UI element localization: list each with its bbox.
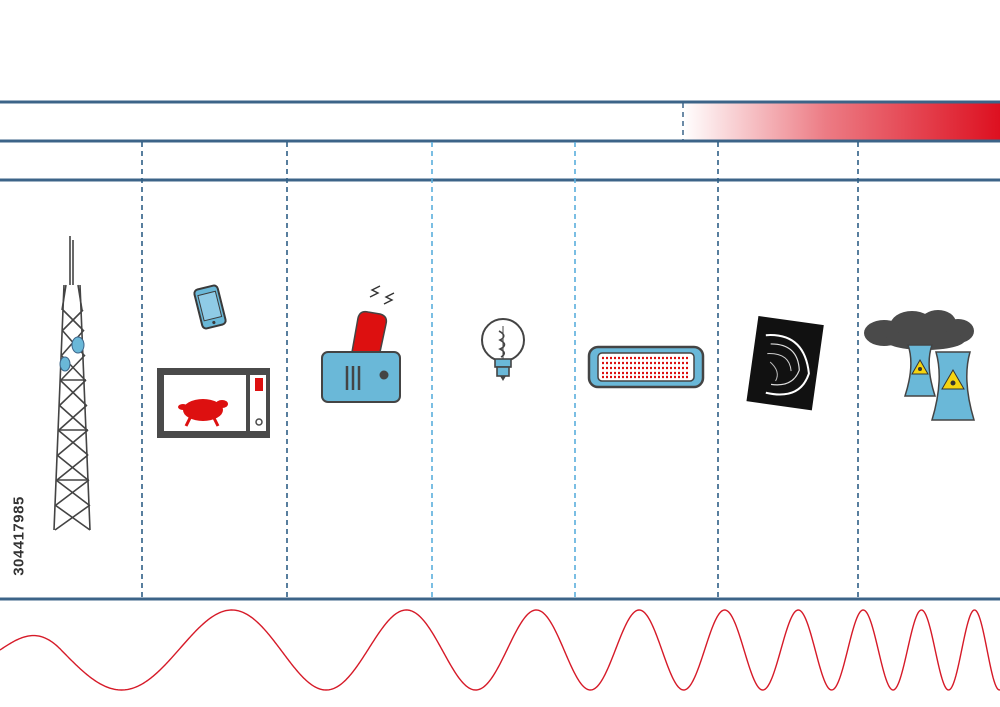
tower-antenna-dish-left <box>59 356 71 372</box>
toaster-icon <box>321 285 401 403</box>
stock-id-label: 304417985 <box>6 476 32 596</box>
microwave-oven-icon <box>157 368 270 438</box>
uv-heater-icon <box>587 345 705 389</box>
stock-id-text: 304417985 <box>10 496 28 576</box>
x-ray-film-icon <box>746 315 824 411</box>
ionizing-gradient-bar <box>683 103 1000 140</box>
nuclear-plant-icon <box>864 310 976 421</box>
radio-tower-icon <box>53 236 91 531</box>
light-bulb-icon <box>481 318 525 381</box>
frequency-wave <box>0 609 1000 691</box>
tower-antenna-dish-right <box>71 336 85 354</box>
band-dividers <box>141 142 859 598</box>
mobile-phone-icon <box>193 284 227 330</box>
